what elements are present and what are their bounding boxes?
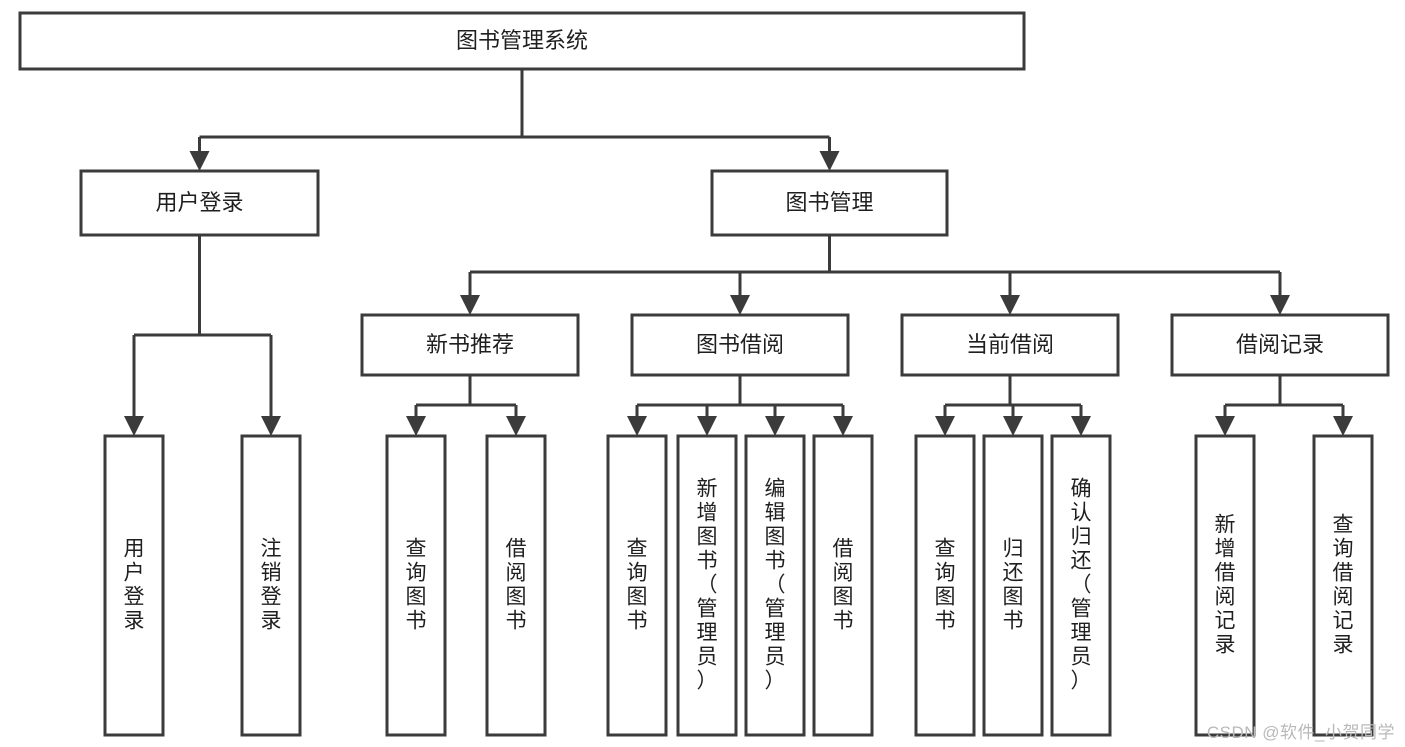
node-label: 图书管理系统 [456,28,588,53]
node-leaf-confirm-return[interactable]: 确认归还（管理员） [1050,434,1112,737]
node-box[interactable] [606,434,668,737]
node-layer: 图书管理系统用户登录图书管理新书推荐图书借阅当前借阅借阅记录用户登录注销登录查询… [18,11,1390,737]
node-leaf-borrow-book-rec[interactable]: 借阅图书 [485,434,547,737]
node-box[interactable] [240,434,302,737]
node-box[interactable] [676,434,738,737]
node-box[interactable] [1170,313,1390,377]
node-leaf-user-login[interactable]: 用户登录 [103,434,165,737]
node-box[interactable] [79,169,320,237]
node-box[interactable] [103,434,165,737]
connector-userlogin-to-leaves [124,235,281,436]
node-box[interactable] [1194,434,1256,737]
node-label: 当前借阅 [966,332,1054,357]
node-box[interactable] [1312,434,1374,737]
arrow-head-icon [506,416,526,436]
node-label: 新增借阅记录 [1215,513,1236,656]
connector-bookmgmt-to-level2 [460,235,1290,315]
arrow-head-icon [1270,295,1290,315]
connector-root-to-level1 [189,69,840,171]
node-label: 用户登录 [155,190,243,215]
node-box[interactable] [385,434,447,737]
arrow-head-icon [935,416,955,436]
node-box[interactable] [18,11,1026,71]
arrow-head-icon [697,416,717,436]
connector-recommend-to-leaves [406,375,526,436]
connector-layer [124,69,1353,436]
node-new-book-recommend[interactable]: 新书推荐 [360,313,580,377]
node-leaf-add-record[interactable]: 新增借阅记录 [1194,434,1256,737]
node-box[interactable] [360,313,580,377]
arrow-head-icon [124,416,144,436]
node-leaf-query-book-borrow[interactable]: 查询图书 [606,434,668,737]
node-leaf-query-book-rec[interactable]: 查询图书 [385,434,447,737]
arrow-head-icon [261,416,281,436]
node-box[interactable] [630,313,850,377]
node-current-borrow[interactable]: 当前借阅 [900,313,1120,377]
node-leaf-return-book[interactable]: 归还图书 [982,434,1044,737]
node-label: 查询图书 [406,537,427,632]
arrow-head-icon [730,295,750,315]
node-root[interactable]: 图书管理系统 [18,11,1026,71]
arrow-head-icon [1071,416,1091,436]
node-label: 查询借阅记录 [1333,513,1354,656]
node-label: 确认归还（管理员） [1071,477,1092,692]
node-leaf-borrow-book[interactable]: 借阅图书 [812,434,874,737]
arrow-head-icon [1000,295,1020,315]
arrow-head-icon [765,416,785,436]
arrow-head-icon [1333,416,1353,436]
arrow-head-icon [406,416,426,436]
node-label: 归还图书 [1003,537,1024,632]
node-label: 借阅图书 [833,537,854,632]
node-box[interactable] [982,434,1044,737]
node-label: 图书借阅 [696,332,784,357]
node-label: 新增图书（管理员） [697,477,718,692]
node-book-borrow[interactable]: 图书借阅 [630,313,850,377]
node-box[interactable] [710,169,949,237]
node-book-management[interactable]: 图书管理 [710,169,949,237]
node-label: 用户登录 [124,537,145,632]
node-label: 新书推荐 [426,332,514,357]
node-leaf-query-book-cur[interactable]: 查询图书 [914,434,976,737]
connector-borrow-to-leaves [627,375,853,436]
node-borrow-record[interactable]: 借阅记录 [1170,313,1390,377]
node-box[interactable] [914,434,976,737]
node-label: 借阅记录 [1236,332,1324,357]
node-label: 注销登录 [261,537,282,632]
node-user-login[interactable]: 用户登录 [79,169,320,237]
node-label: 借阅图书 [506,537,527,632]
node-box[interactable] [485,434,547,737]
node-leaf-add-book[interactable]: 新增图书（管理员） [676,434,738,737]
arrow-head-icon [460,295,480,315]
node-leaf-edit-book[interactable]: 编辑图书（管理员） [744,434,806,737]
node-box[interactable] [812,434,874,737]
arrow-head-icon [1215,416,1235,436]
node-label: 编辑图书（管理员） [765,477,786,692]
connector-current-to-leaves [935,375,1091,436]
arrow-head-icon [819,151,840,171]
connector-record-to-leaves [1215,375,1353,436]
node-box[interactable] [900,313,1120,377]
arrow-head-icon [627,416,647,436]
arrow-head-icon [833,416,853,436]
node-leaf-query-record[interactable]: 查询借阅记录 [1312,434,1374,737]
node-label: 图书管理 [785,190,873,215]
node-label: 查询图书 [627,537,648,632]
node-box[interactable] [744,434,806,737]
arrow-head-icon [189,151,210,171]
node-leaf-logout[interactable]: 注销登录 [240,434,302,737]
node-box[interactable] [1050,434,1112,737]
node-label: 查询图书 [935,537,956,632]
arrow-head-icon [1003,416,1023,436]
